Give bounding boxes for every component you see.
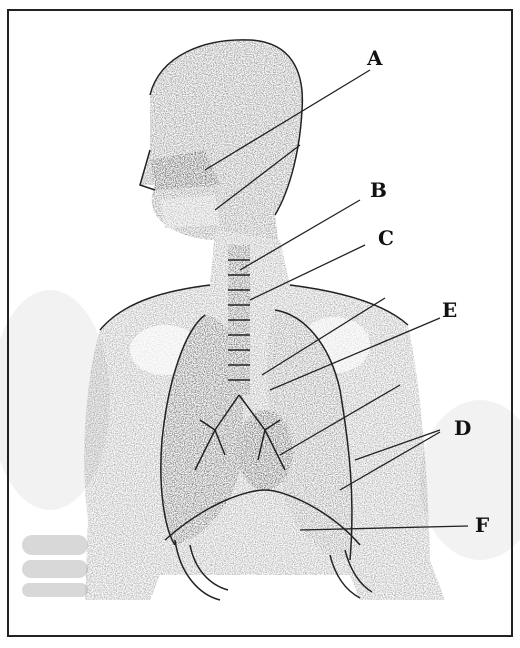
body-silhouette — [84, 40, 445, 600]
label-f: F — [475, 515, 489, 535]
label-b: B — [370, 180, 387, 200]
label-a: A — [367, 48, 383, 68]
label-c: C — [378, 228, 394, 248]
label-d: D — [454, 418, 471, 438]
label-e: E — [442, 300, 457, 320]
